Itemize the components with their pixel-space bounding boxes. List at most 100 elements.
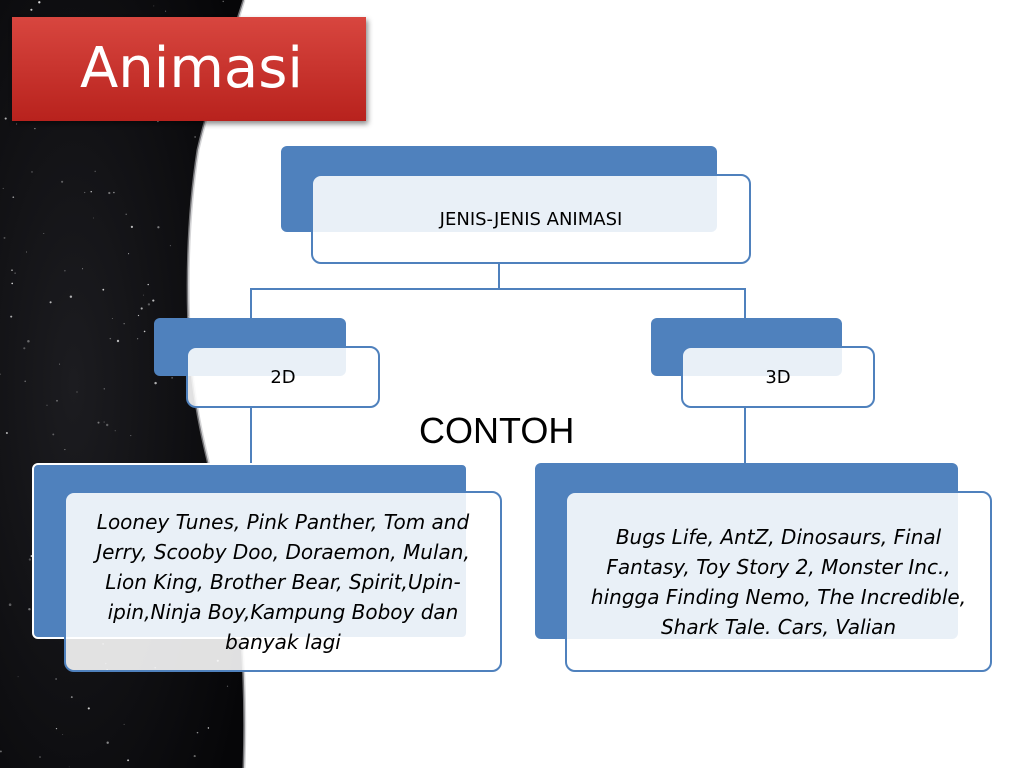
star bbox=[147, 303, 151, 306]
star bbox=[94, 170, 96, 173]
star bbox=[188, 316, 190, 317]
star bbox=[140, 307, 143, 310]
star bbox=[128, 253, 130, 255]
node-3d: 3D bbox=[681, 346, 875, 408]
star bbox=[12, 196, 15, 199]
star bbox=[84, 191, 86, 194]
star bbox=[82, 268, 84, 270]
star bbox=[222, 0, 224, 3]
star bbox=[116, 339, 120, 343]
star bbox=[102, 288, 105, 291]
star bbox=[143, 330, 146, 333]
star bbox=[55, 678, 57, 680]
star bbox=[142, 294, 144, 296]
star bbox=[223, 248, 226, 251]
star bbox=[106, 741, 109, 744]
star bbox=[27, 339, 30, 343]
star bbox=[137, 314, 140, 317]
examples-2d-box: Looney Tunes, Pink Panther, Tom and Jerr… bbox=[64, 491, 502, 672]
star bbox=[28, 607, 31, 611]
star bbox=[111, 318, 113, 319]
star bbox=[130, 435, 132, 437]
star bbox=[208, 263, 210, 266]
star bbox=[87, 707, 90, 710]
star bbox=[16, 123, 18, 125]
star bbox=[123, 323, 125, 325]
root-node-label: JENIS-JENIS ANIMASI bbox=[439, 208, 623, 230]
star bbox=[152, 299, 155, 302]
connector-3d-examples bbox=[744, 408, 746, 464]
star bbox=[39, 756, 41, 758]
star bbox=[113, 191, 115, 194]
star bbox=[28, 558, 32, 561]
star bbox=[2, 187, 4, 189]
star bbox=[0, 750, 2, 753]
star bbox=[46, 404, 48, 406]
star bbox=[17, 676, 19, 678]
star bbox=[69, 295, 73, 298]
star bbox=[90, 191, 92, 193]
star bbox=[169, 245, 171, 247]
node-2d: 2D bbox=[186, 346, 380, 408]
star bbox=[56, 399, 58, 402]
star bbox=[103, 388, 105, 390]
connector-right-down bbox=[744, 288, 746, 320]
star bbox=[11, 269, 13, 271]
star bbox=[196, 731, 199, 734]
star bbox=[62, 734, 64, 735]
star bbox=[226, 685, 229, 687]
star bbox=[30, 8, 33, 11]
star bbox=[23, 347, 26, 350]
star bbox=[30, 555, 33, 557]
star bbox=[70, 696, 73, 699]
star bbox=[0, 373, 1, 376]
star bbox=[43, 233, 45, 234]
connector-horizontal bbox=[250, 288, 746, 290]
star bbox=[49, 301, 52, 304]
slide-title: Animasi bbox=[80, 36, 303, 101]
star bbox=[154, 381, 157, 385]
star bbox=[165, 10, 167, 12]
star bbox=[209, 436, 211, 437]
star bbox=[123, 723, 125, 725]
star bbox=[24, 380, 26, 383]
star bbox=[108, 191, 111, 195]
star bbox=[193, 755, 196, 758]
star bbox=[52, 433, 55, 436]
star bbox=[11, 282, 14, 285]
star bbox=[157, 226, 160, 229]
star bbox=[68, 766, 70, 768]
star bbox=[127, 759, 130, 762]
star bbox=[64, 449, 66, 451]
star bbox=[34, 127, 36, 130]
star bbox=[8, 603, 12, 606]
star bbox=[105, 423, 109, 427]
star bbox=[26, 251, 27, 253]
star bbox=[207, 727, 210, 729]
star bbox=[97, 421, 100, 424]
star bbox=[114, 430, 116, 432]
connector-left-down bbox=[250, 288, 252, 320]
star bbox=[109, 337, 112, 340]
star bbox=[76, 391, 78, 393]
connector-root-down bbox=[498, 264, 500, 290]
star bbox=[55, 727, 58, 730]
star bbox=[64, 270, 66, 272]
title-banner bbox=[12, 17, 366, 121]
star bbox=[5, 431, 8, 435]
star bbox=[59, 363, 61, 365]
star bbox=[221, 232, 225, 235]
star bbox=[125, 213, 127, 216]
node-3d-label: 3D bbox=[765, 366, 791, 388]
star bbox=[194, 136, 196, 138]
star bbox=[38, 1, 41, 4]
star bbox=[147, 283, 149, 286]
star bbox=[14, 272, 16, 274]
examples-annotation: CONTOH bbox=[419, 410, 575, 451]
star bbox=[10, 315, 13, 318]
star bbox=[103, 421, 105, 423]
root-node: JENIS-JENIS ANIMASI bbox=[311, 174, 751, 264]
star bbox=[137, 338, 139, 340]
connector-2d-examples bbox=[250, 408, 252, 464]
examples-2d-text: Looney Tunes, Pink Panther, Tom and Jerr… bbox=[96, 509, 470, 654]
